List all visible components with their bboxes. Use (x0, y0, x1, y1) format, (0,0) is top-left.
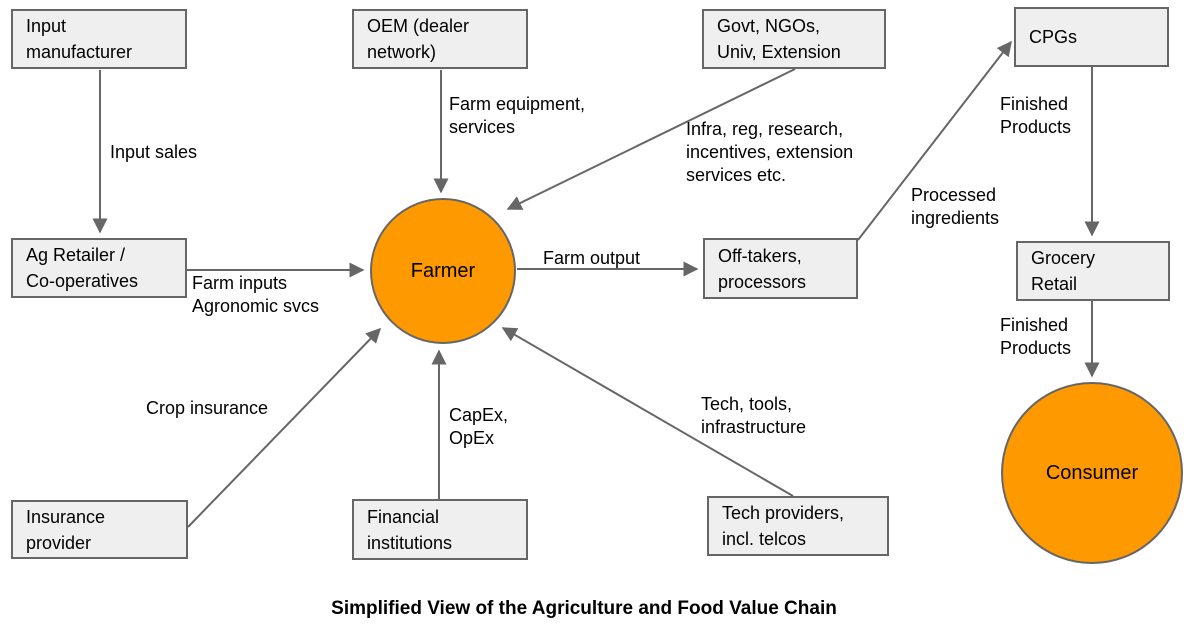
node-ag-retailer: Ag Retailer / Co-operatives (11, 238, 187, 298)
edge-label-finished-products-top: Finished Products (1000, 94, 1072, 137)
node-consumer: Consumer (1001, 382, 1183, 564)
edge-label-farm-inputs: Farm inputs Agronomic svcs (192, 273, 320, 316)
node-financial-institutions-label: Financial institutions (367, 506, 453, 553)
node-off-takers-label: Off-takers, processors (718, 245, 807, 292)
node-farmer-label: Farmer (410, 259, 476, 282)
node-oem-dealer-network: OEM (dealer network) (352, 9, 528, 69)
node-govt-ngos: Govt, NGOs, Univ, Extension (702, 9, 886, 69)
node-input-manufacturer-label: Input manufacturer (26, 16, 133, 62)
node-tech-providers-label: Tech providers, incl. telcos (722, 503, 845, 549)
node-cpgs: CPGs (1014, 7, 1169, 67)
node-consumer-label: Consumer (1045, 461, 1139, 484)
edge-label-input-sales: Input sales (110, 142, 198, 162)
edge-label-infra-reg-research: Infra, reg, research, incentives, extens… (686, 119, 854, 185)
node-off-takers: Off-takers, processors (703, 238, 858, 299)
edge-label-crop-insurance: Crop insurance (146, 398, 269, 418)
edge-label-processed-ingredients: Processed ingredients (911, 185, 1000, 228)
node-ag-retailer-label: Ag Retailer / Co-operatives (26, 245, 139, 291)
node-cpgs-label: CPGs (1029, 27, 1078, 47)
node-govt-ngos-label: Govt, NGOs, Univ, Extension (717, 16, 841, 62)
node-tech-providers: Tech providers, incl. telcos (707, 496, 889, 556)
diagram-title: Simplified View of the Agriculture and F… (331, 598, 837, 619)
node-insurance-provider: Insurance provider (11, 500, 188, 559)
node-insurance-provider-label: Insurance provider (26, 506, 106, 553)
node-financial-institutions: Financial institutions (352, 499, 528, 560)
edge-label-farm-equipment: Farm equipment, services (449, 94, 586, 137)
node-farmer: Farmer (370, 198, 516, 344)
edge-label-farm-output: Farm output (543, 248, 641, 268)
edge-label-tech-tools: Tech, tools, infrastructure (701, 394, 807, 437)
edge-insurance-to-farmer (187, 327, 382, 528)
edge-label-finished-products-bottom: Finished Products (1000, 315, 1072, 358)
edge-label-capex-opex: CapEx, OpEx (449, 405, 509, 448)
node-oem-dealer-network-label: OEM (dealer network) (367, 16, 470, 62)
node-grocery-retail: Grocery Retail (1016, 241, 1170, 301)
node-grocery-retail-label: Grocery Retail (1031, 248, 1096, 294)
node-input-manufacturer: Input manufacturer (11, 9, 187, 69)
